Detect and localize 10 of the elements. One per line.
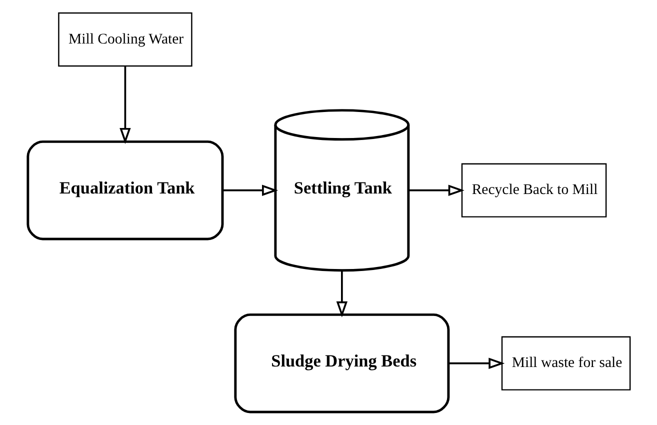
node-box: Mill waste for sale bbox=[500, 336, 630, 390]
arrow bbox=[222, 184, 278, 196]
arrow bbox=[408, 184, 464, 196]
node-box: Sludge Drying Beds bbox=[234, 313, 450, 414]
arrow bbox=[119, 66, 130, 144]
node-box: Recycle Back to Mill bbox=[460, 163, 606, 218]
node-box: Mill Cooling Water bbox=[58, 12, 192, 67]
node-box: Equalization Tank bbox=[26, 140, 224, 240]
arrow bbox=[336, 270, 348, 318]
arrow bbox=[448, 358, 504, 369]
